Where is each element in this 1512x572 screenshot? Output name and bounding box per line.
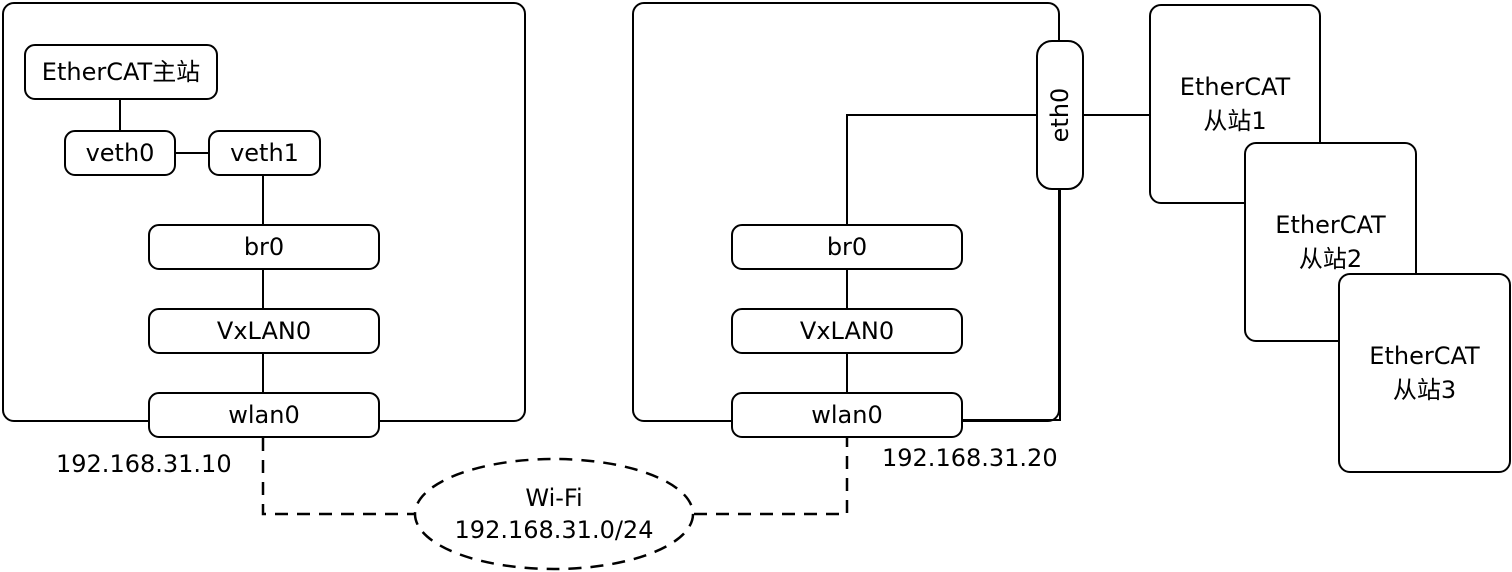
right-eth0-node: eth0 bbox=[1036, 40, 1084, 190]
left-veth1-node: veth1 bbox=[208, 130, 321, 176]
left-veth1-label: veth1 bbox=[230, 139, 299, 167]
right-vxlan0-label: VxLAN0 bbox=[799, 317, 895, 345]
left-veth0-node: veth0 bbox=[64, 130, 176, 176]
left-vxlan0-label: VxLAN0 bbox=[216, 317, 312, 345]
ethercat-master-node: EtherCAT主站 bbox=[24, 44, 218, 100]
right-eth0-label: eth0 bbox=[1046, 87, 1074, 143]
wifi-network: Wi-Fi 192.168.31.0/24 bbox=[414, 458, 694, 570]
left-veth0-label: veth0 bbox=[85, 139, 155, 167]
right-wlan0-node: wlan0 bbox=[731, 392, 963, 438]
wifi-link-right bbox=[694, 438, 849, 516]
left-br0-label: br0 bbox=[243, 233, 285, 261]
right-br0-label: br0 bbox=[826, 233, 868, 261]
left-vxlan0-node: VxLAN0 bbox=[148, 308, 380, 354]
right-vxlan0-node: VxLAN0 bbox=[731, 308, 963, 354]
slave-2-line2: 从站2 bbox=[1298, 245, 1363, 273]
right-wlan0-label: wlan0 bbox=[811, 401, 883, 429]
wifi-link-left bbox=[261, 438, 414, 516]
slave-2-line1: EtherCAT bbox=[1275, 211, 1386, 239]
left-host-ip: 192.168.31.10 bbox=[56, 450, 232, 478]
ethercat-master-label: EtherCAT主站 bbox=[41, 58, 201, 86]
line-wlan-eth0 bbox=[962, 189, 1061, 421]
left-wlan0-label: wlan0 bbox=[228, 401, 300, 429]
wifi-subnet: 192.168.31.0/24 bbox=[454, 516, 654, 544]
wifi-ellipse bbox=[413, 457, 695, 571]
right-br0-node: br0 bbox=[731, 224, 963, 270]
left-wlan0-node: wlan0 bbox=[148, 392, 380, 438]
wifi-name: Wi-Fi bbox=[525, 484, 583, 512]
slave-1-line2: 从站1 bbox=[1203, 107, 1267, 135]
slave-3-line2: 从站3 bbox=[1392, 376, 1457, 404]
right-host-ip: 192.168.31.20 bbox=[882, 444, 1058, 472]
line-eth0-br0 bbox=[846, 114, 1036, 224]
slave-1-line1: EtherCAT bbox=[1179, 73, 1291, 101]
left-br0-node: br0 bbox=[148, 224, 380, 270]
slave-3-line1: EtherCAT bbox=[1369, 342, 1480, 370]
ethercat-slave-3: EtherCAT 从站3 bbox=[1338, 273, 1511, 473]
